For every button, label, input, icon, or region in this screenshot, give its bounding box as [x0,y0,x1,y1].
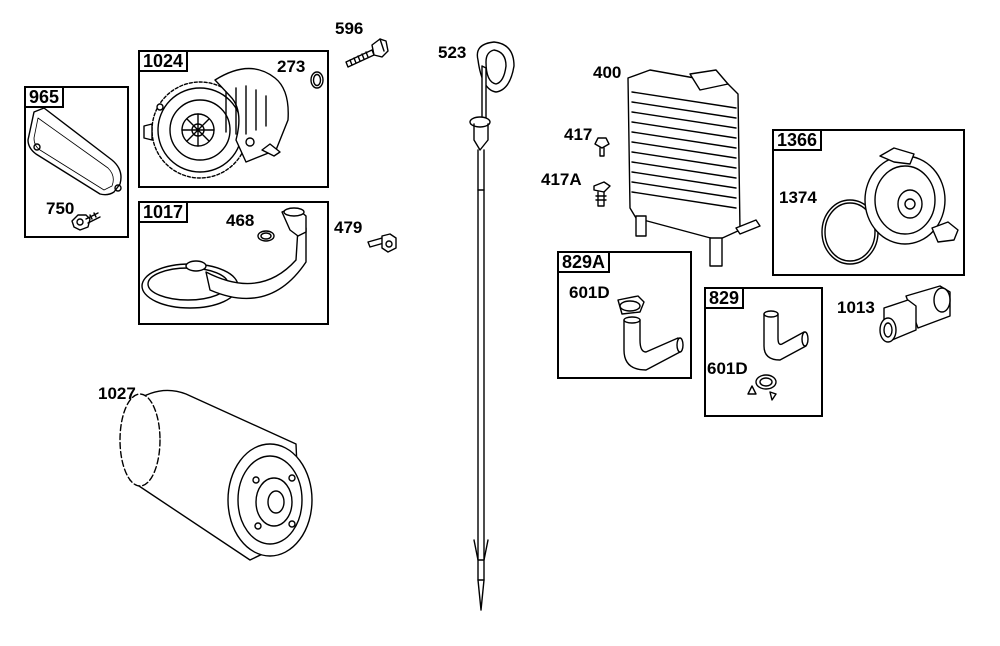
part-417-screw [595,138,609,156]
part-479-screw [368,234,396,252]
box-1017-id: 1017 [140,203,189,223]
box-1017: 1017 [138,201,329,325]
part-1013-fitting [880,286,950,342]
part-750-screw [72,213,100,230]
part-829-hose [748,311,808,400]
part-1027-oil-filter [120,390,312,560]
label-417: 417 [564,125,593,144]
box-829: 829 [704,287,823,417]
box-829a: 829A [557,251,692,379]
label-479: 479 [334,218,363,237]
box-1024: 1024 [138,50,329,188]
part-1024-pump [144,68,288,178]
box-965: 965 [24,86,129,238]
label-417a: 417A [541,170,582,189]
label-523: 523 [438,43,467,62]
label-1013: 1013 [837,298,875,317]
label-468: 468 [226,211,255,230]
label-596: 596 [335,19,364,38]
part-965-gasket-cover [28,108,121,195]
label-601d-b: 601D [707,359,748,378]
box-1024-id: 1024 [140,52,189,72]
part-596-bolt [346,39,388,67]
label-750: 750 [46,199,75,218]
label-601d-a: 601D [569,283,610,302]
part-1366-adapter [865,148,958,244]
box-1366: 1366 [772,129,965,276]
label-1374: 1374 [779,188,817,207]
part-523-dipstick [470,42,514,610]
part-400-oil-cooler [628,70,760,266]
label-400: 400 [593,63,622,82]
label-1027: 1027 [98,384,136,403]
box-829a-id: 829A [559,253,611,273]
box-829-id: 829 [706,289,745,309]
part-829a-hose [618,296,683,370]
part-273-o-ring [311,72,323,88]
part-1017-pickup [142,208,306,308]
label-273: 273 [277,57,306,76]
box-1366-id: 1366 [774,131,823,151]
box-965-id: 965 [26,88,65,108]
part-468-o-ring [258,231,274,241]
part-417a-screw [594,182,610,206]
